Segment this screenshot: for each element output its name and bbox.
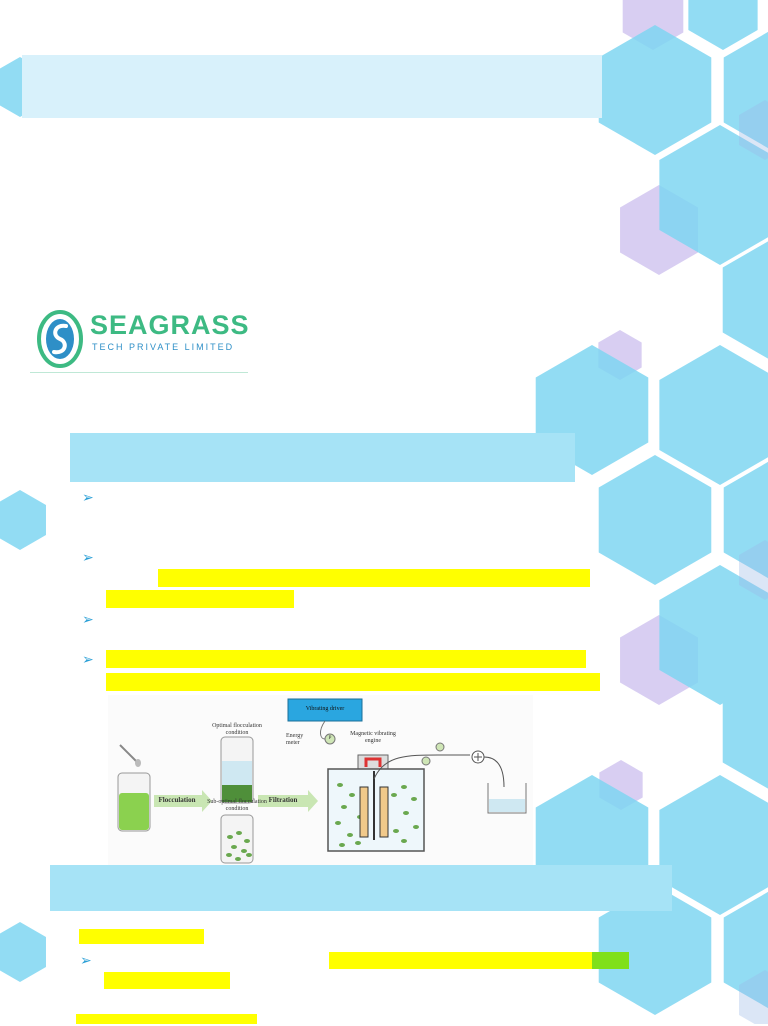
bullet-arrow-icon: ➢ xyxy=(82,652,94,668)
highlighted-line xyxy=(158,569,590,587)
process-diagram: Optimal flocculation condition Vibrating… xyxy=(108,695,533,865)
gauge-label: P xyxy=(328,736,332,741)
flocculation-label: Flocculation xyxy=(158,796,196,804)
logo-underline xyxy=(30,372,248,373)
energy-meter-label: Energy meter xyxy=(286,733,304,746)
green-highlight xyxy=(592,952,629,969)
flocculation-filtration-diagram xyxy=(117,698,527,864)
highlighted-line xyxy=(106,590,294,608)
highlighted-line xyxy=(106,650,586,668)
highlighted-line xyxy=(329,952,629,969)
highlighted-line xyxy=(79,929,204,944)
bullet-arrow-icon: ➢ xyxy=(80,953,92,969)
optimal-condition-label: Optimal flocculation condition xyxy=(212,723,262,736)
bullet-arrow-icon: ➢ xyxy=(82,550,94,566)
slide3-title-bar xyxy=(50,865,672,911)
slide1-title-bar xyxy=(22,55,602,118)
slide2-title-bar xyxy=(70,433,575,482)
logo-name: SEAGRASS xyxy=(90,310,250,340)
magnetic-engine-label: Magnetic vibrating engine xyxy=(350,731,396,744)
logo-tagline: TECH PRIVATE LIMITED xyxy=(92,342,235,352)
highlighted-line xyxy=(104,972,230,989)
bullet-arrow-icon: ➢ xyxy=(82,490,94,506)
highlighted-line xyxy=(76,1014,257,1024)
seagrass-s-icon xyxy=(37,310,83,368)
vibrating-driver-label: Vibrating driver xyxy=(305,706,345,712)
bullet-arrow-icon: ➢ xyxy=(82,612,94,628)
company-logo: SEAGRASS TECH PRIVATE LIMITED xyxy=(30,300,250,376)
sub-optimal-condition-label: Sub-optimal flocculation condition xyxy=(207,799,267,812)
highlighted-line xyxy=(106,673,600,691)
filtration-label: Filtration xyxy=(268,796,298,804)
